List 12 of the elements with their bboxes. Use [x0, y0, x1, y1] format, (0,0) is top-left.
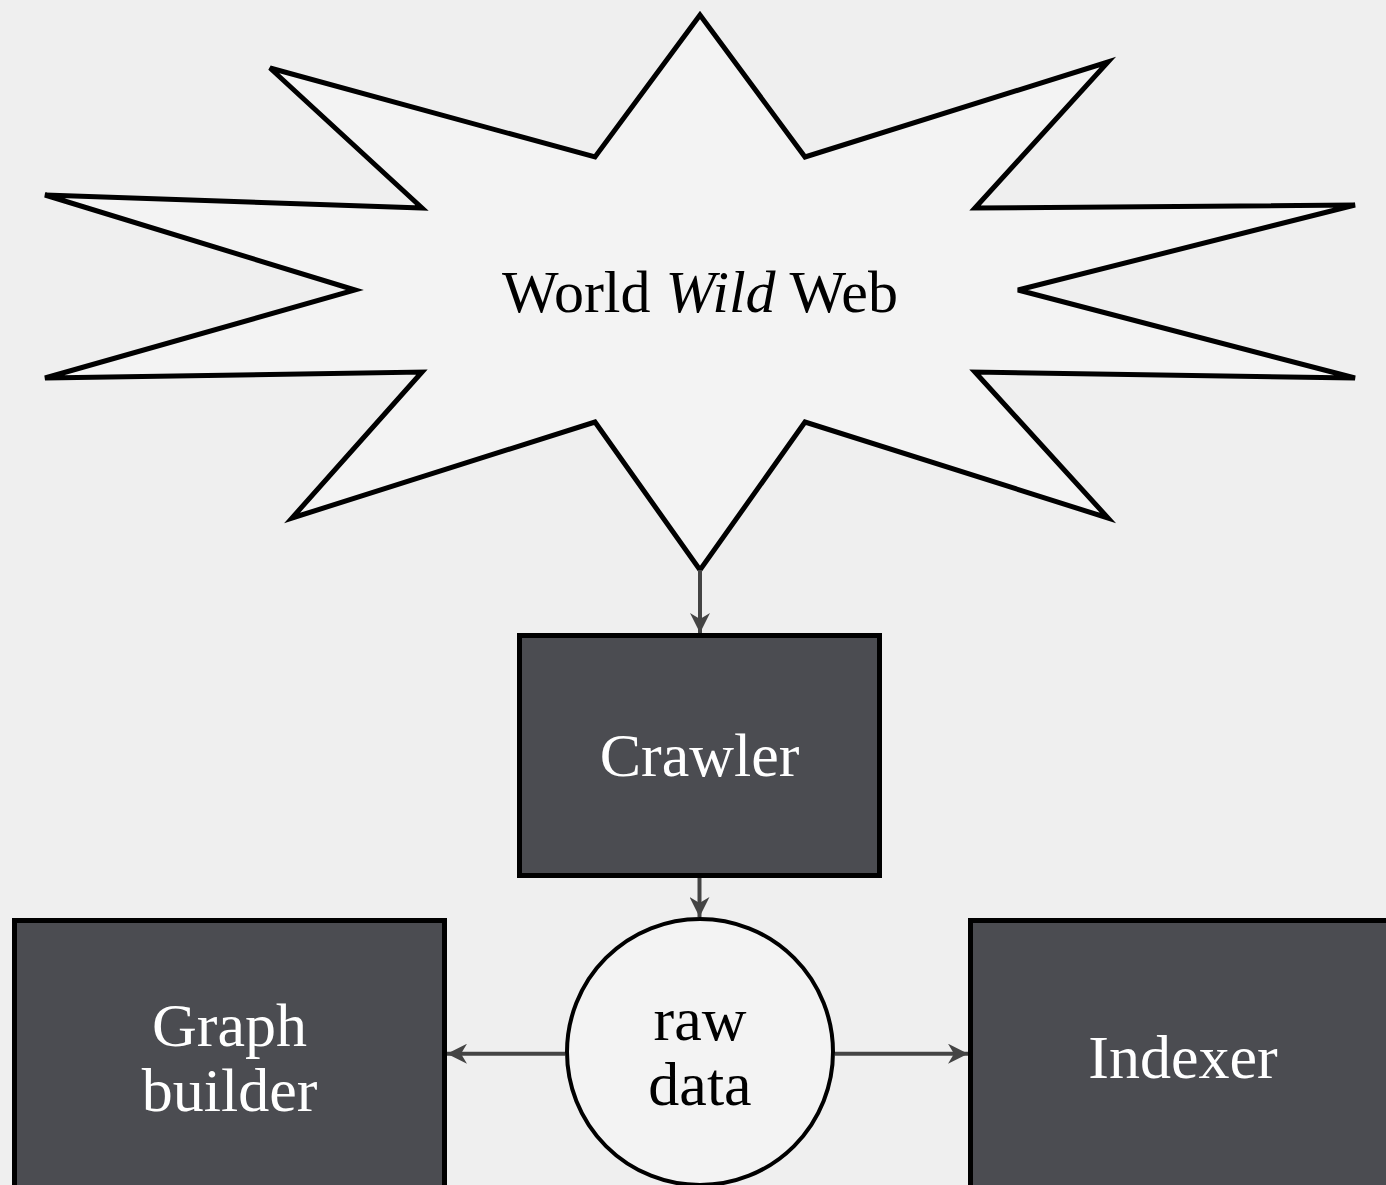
process-box: [517, 633, 882, 878]
node-label: Crawler: [599, 722, 800, 789]
node-label: Graph builder: [140, 992, 319, 1124]
process-box: [968, 918, 1386, 1185]
node-label: Indexer: [1088, 1025, 1278, 1091]
arrow: [690, 570, 710, 633]
node-label: raw data: [647, 986, 753, 1118]
arrow: [835, 1043, 968, 1064]
arrow: [689, 878, 710, 917]
arrow: [447, 1043, 565, 1064]
node-label: World Wild Web: [502, 261, 898, 324]
process-box: [12, 918, 447, 1185]
